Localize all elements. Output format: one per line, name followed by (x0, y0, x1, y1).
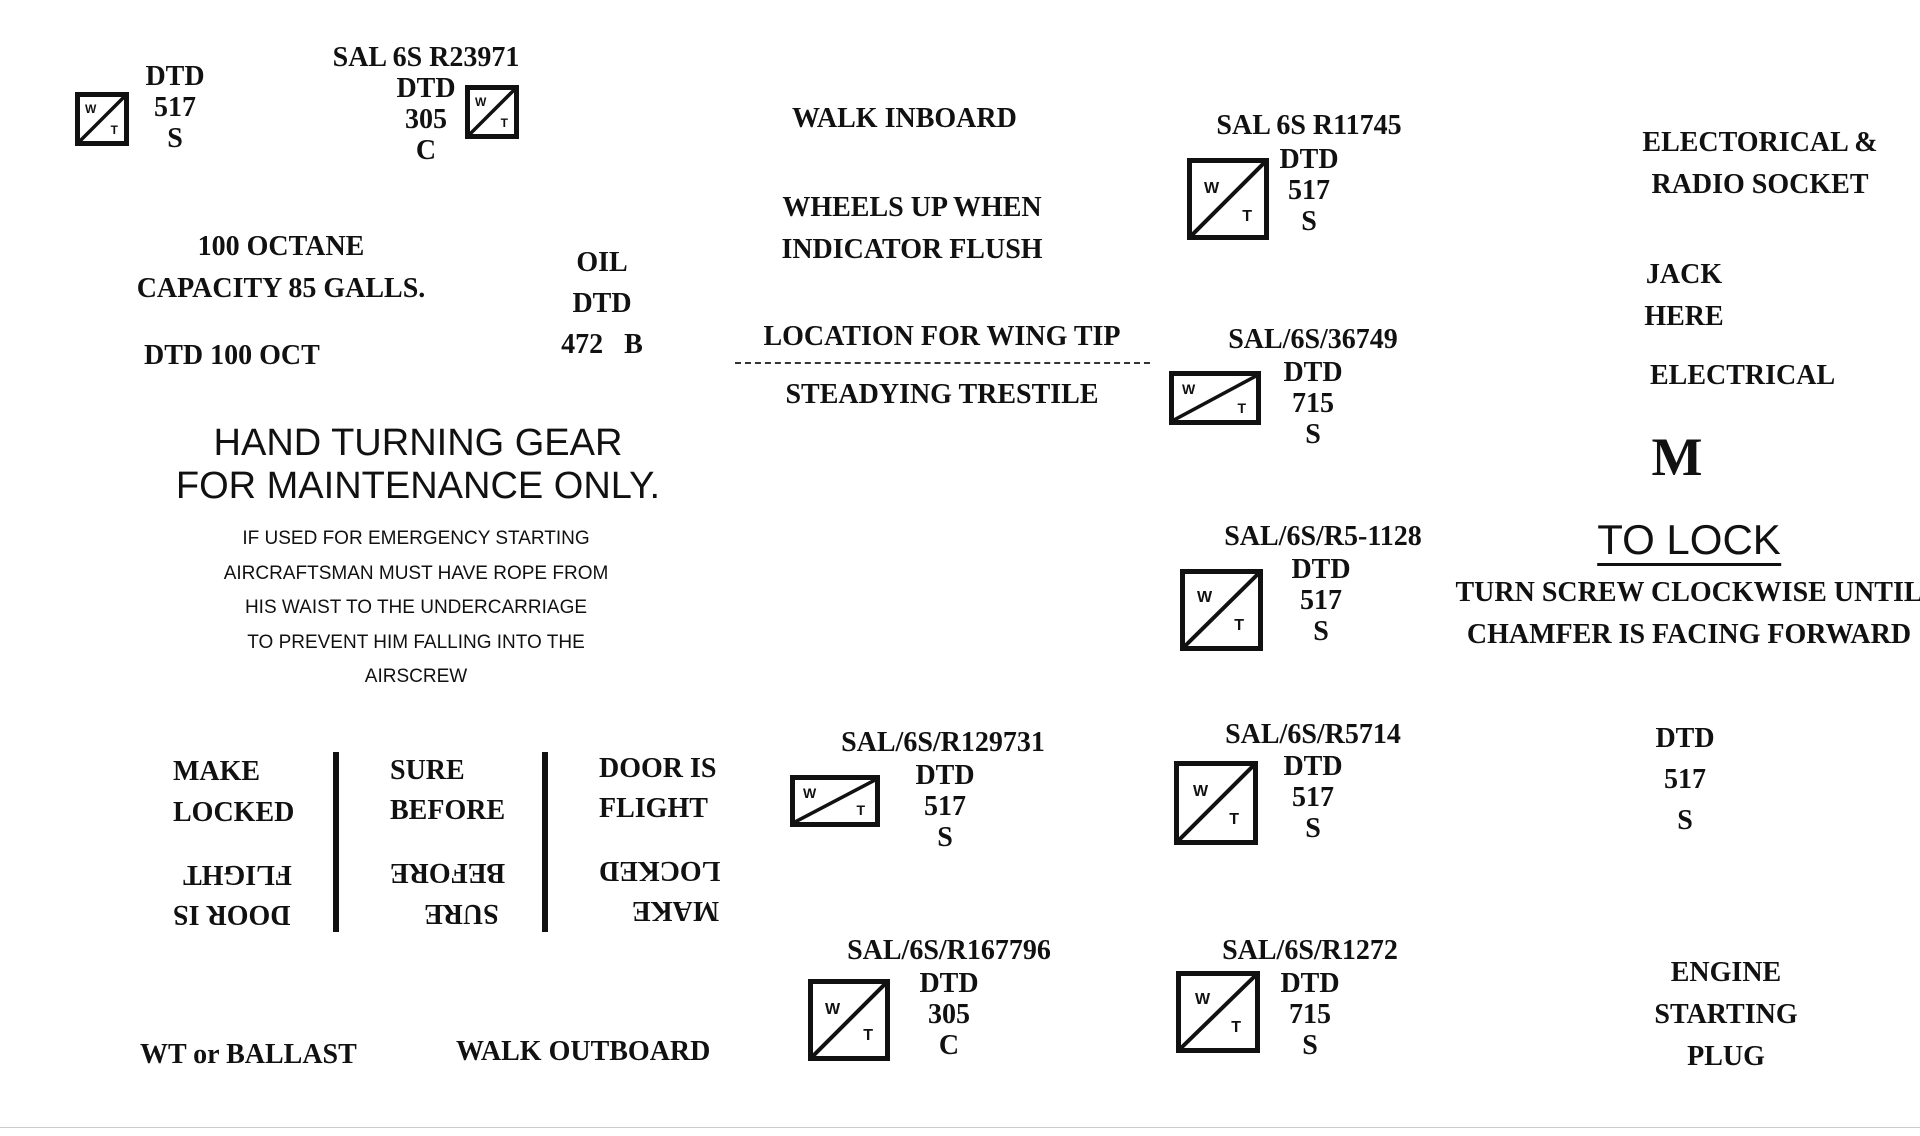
wt-t: T (856, 802, 865, 818)
sal-r5714-title: SAL/6S/R5714 (1225, 719, 1401, 750)
oil-label: OIL DTD 472 B (561, 247, 643, 360)
locked-label: LOCKED (173, 797, 295, 828)
wt-w: W (1197, 589, 1213, 606)
wt-t: T (1234, 617, 1244, 634)
wt-box-icon: W T (1180, 569, 1263, 651)
wt-t: T (1237, 400, 1246, 416)
wt-or-ballast-label: WT or BALLAST (140, 1039, 357, 1070)
wt-w: W (1195, 991, 1211, 1008)
wt-t: T (863, 1027, 873, 1044)
walk-inboard-label: WALK INBOARD (792, 103, 1017, 134)
wt-box-icon: W T (465, 85, 519, 139)
before-inverted-label: BEFORE (390, 857, 506, 888)
wt-w: W (1204, 180, 1220, 197)
wheels-up-label: WHEELS UP WHEN INDICATOR FLUSH (781, 192, 1043, 265)
sal-r5-1128-title: SAL/6S/R5-1128 (1224, 521, 1422, 552)
wt-w: W (825, 1001, 841, 1018)
walk-outboard-label: WALK OUTBOARD (456, 1036, 711, 1067)
dtd-100-oct-label: DTD 100 OCT (144, 340, 320, 371)
dtd-517-s-right-label: DTD 517 S (1655, 723, 1715, 836)
locked-inverted-label: LOCKED (599, 855, 721, 886)
wing-tip-location-label: LOCATION FOR WING TIP (763, 321, 1121, 352)
to-lock-instructions: TURN SCREW CLOCKWISE UNTIL CHAMFER IS FA… (1455, 577, 1920, 650)
jack-here-label: JACK HERE (1644, 259, 1724, 332)
sal-36749-dtd: DTD 715 S (1283, 357, 1343, 450)
sal-r11745-title: SAL 6S R11745 (1216, 110, 1402, 141)
door-divider-2 (542, 752, 548, 932)
sure-inverted-label: SURE (424, 898, 499, 929)
wt-w: W (1182, 381, 1196, 397)
octane-label: 100 OCTANE CAPACITY 85 GALLS. (136, 231, 426, 304)
sal-r167796-title: SAL/6S/R167796 (847, 935, 1051, 966)
wt-box-icon: W T (1187, 158, 1269, 240)
wt-w: W (85, 102, 97, 116)
sal-r23971-label: SAL 6S R23971 DTD 305 C (332, 42, 520, 166)
engine-starting-plug-label: ENGINE STARTING PLUG (1654, 957, 1798, 1072)
flight-label: FLIGHT (599, 793, 708, 824)
electrical-label: ELECTRICAL (1650, 360, 1836, 391)
sal-r5-1128-dtd: DTD 517 S (1291, 554, 1351, 647)
wt-t: T (500, 116, 508, 130)
sal-r167796-dtd: DTD 305 C (919, 968, 979, 1061)
wt-t: T (110, 123, 118, 137)
wt-w: W (803, 785, 817, 801)
make-label: MAKE (173, 756, 261, 787)
electrical-radio-socket-label: ELECTORICAL & RADIO SOCKET (1642, 127, 1878, 200)
dtd-517-s-label: DTD 517 S (145, 61, 205, 154)
steadying-trestile-label: STEADYING TRESTILE (785, 379, 1099, 410)
wt-box-icon: W T (75, 92, 129, 146)
wt-t: T (1242, 208, 1252, 225)
emergency-starting-note: IF USED FOR EMERGENCY STARTING AIRCRAFTS… (223, 528, 609, 687)
bottom-edge-line (0, 1127, 1920, 1128)
sal-36749-title: SAL/6S/36749 (1228, 324, 1398, 355)
wt-box-icon: W T (808, 979, 890, 1061)
sal-r129731-title: SAL/6S/R129731 (841, 727, 1045, 758)
door-is-label: DOOR IS (599, 753, 717, 784)
wt-t: T (1231, 1019, 1241, 1036)
make-inverted-label: MAKE (632, 895, 720, 926)
door-divider-1 (333, 752, 339, 932)
wt-box-icon: W T (1169, 371, 1261, 425)
wt-t: T (1229, 811, 1239, 828)
flight-inverted-label: FLIGHT (183, 859, 292, 890)
wt-box-icon: W T (1174, 761, 1258, 845)
door-is-inverted-label: DOOR IS (173, 899, 291, 930)
wt-w: W (475, 95, 487, 109)
to-lock-title: TO LOCK (1597, 519, 1781, 566)
wt-w: W (1193, 783, 1209, 800)
sal-r5714-dtd: DTD 517 S (1283, 751, 1343, 844)
sal-r11745-dtd: DTD 517 S (1279, 144, 1339, 237)
wing-tip-dashed-line (735, 362, 1150, 364)
hand-turning-gear-title: HAND TURNING GEAR (213, 422, 623, 464)
wt-box-icon: W T (790, 775, 880, 827)
wt-box-icon: W T (1176, 971, 1260, 1053)
sal-r129731-dtd: DTD 517 S (915, 760, 975, 853)
sal-r1272-title: SAL/6S/R1272 (1222, 935, 1398, 966)
m-label: M (1651, 427, 1703, 487)
sal-r1272-dtd: DTD 715 S (1280, 968, 1340, 1061)
sure-label: SURE (390, 755, 465, 786)
maintenance-only-title: FOR MAINTENANCE ONLY. (175, 465, 661, 507)
before-label: BEFORE (390, 795, 506, 826)
